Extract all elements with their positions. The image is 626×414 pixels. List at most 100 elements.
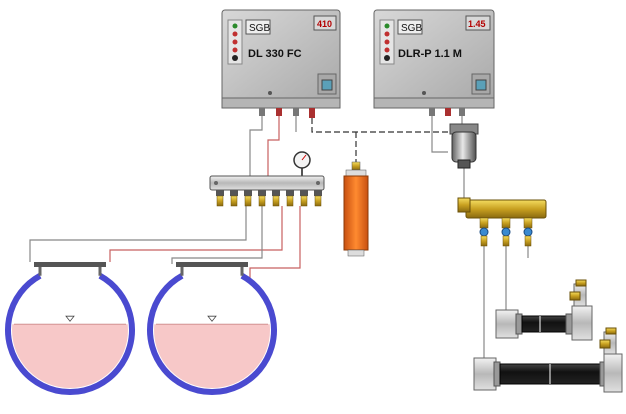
- unit-2-model: DLR-P 1.1 M: [398, 48, 462, 60]
- pipe-tank1-gray: [29, 206, 247, 262]
- brass-valve-outlet: [480, 235, 488, 247]
- led-green-icon: [232, 23, 238, 29]
- valve-body: [230, 190, 238, 196]
- pipe-dashed: [311, 118, 460, 133]
- gauge-needle: [301, 154, 307, 161]
- pipe-unit2-filter-a: [431, 116, 448, 153]
- unit-1-display-value: 410: [317, 19, 332, 29]
- key-switch-icon[interactable]: [384, 55, 390, 61]
- manifold-tanks: [209, 151, 325, 207]
- unit-2-port: [429, 108, 435, 116]
- hose-short-right-coupling: [571, 305, 593, 341]
- hose-long-brass-top: [605, 327, 617, 335]
- vent-filter-foot: [347, 249, 365, 257]
- valve-knob-icon[interactable]: [501, 227, 511, 237]
- pipe-unit1-red: [267, 116, 280, 180]
- tank-2: [147, 262, 277, 395]
- hose-short-right-flange: [565, 313, 573, 335]
- unit-2-brand: SGB: [401, 23, 422, 34]
- unit-1-bottom: [221, 97, 341, 109]
- hose-short-left-coupling: [495, 309, 519, 339]
- manifold-bar: [209, 175, 325, 191]
- valve-body: [300, 190, 308, 196]
- unit-2-display: [465, 15, 491, 31]
- brass-elbow: [457, 197, 471, 213]
- vent-filter-body: [343, 175, 369, 251]
- key-switch-icon[interactable]: [232, 55, 238, 61]
- hose-long-brass-valve: [599, 339, 611, 349]
- condensate-trap-bottom: [457, 159, 471, 169]
- tank-1: [5, 262, 135, 395]
- level-marker-icon: [207, 315, 217, 322]
- valve-handle[interactable]: [244, 195, 252, 207]
- brass-valve-body: [479, 217, 489, 229]
- tank-liquid: [154, 324, 270, 388]
- pipe-unit1-gray: [249, 116, 263, 180]
- brass-valve-body: [501, 217, 511, 229]
- led-red-icon: [384, 31, 390, 37]
- condensate-trap-body: [451, 131, 477, 163]
- manifold-bolt-icon: [214, 181, 218, 185]
- hose-long-assembly: [473, 327, 623, 393]
- led-red-icon: [232, 31, 238, 37]
- valve-knob-icon[interactable]: [479, 227, 489, 237]
- unit-2-display-value: 1.45: [468, 19, 486, 29]
- manhole-cover: [176, 262, 248, 267]
- unit-2-gland-cap: [475, 79, 487, 91]
- unit-1-port: [309, 108, 315, 118]
- unit-1-brand: SGB: [249, 23, 270, 34]
- led-red-icon: [232, 39, 238, 45]
- hose-long-right-coupling: [603, 353, 623, 393]
- valve-knob-icon[interactable]: [523, 227, 533, 237]
- pipe-tank2-gray: [171, 206, 263, 264]
- vent-filter: [343, 161, 369, 257]
- valve-handle[interactable]: [300, 195, 308, 207]
- tank-wall: [5, 273, 135, 395]
- manifold-bolt-icon: [316, 181, 320, 185]
- control-unit-1: SGB 410 DL 330 FC: [221, 9, 341, 118]
- unit-1-brand-plate: [245, 19, 271, 35]
- unit-2-port: [445, 108, 451, 116]
- brass-manifold-bar: [465, 199, 547, 219]
- led-red-icon: [232, 47, 238, 53]
- valve-body: [272, 190, 280, 196]
- tank-liquid: [12, 324, 128, 388]
- hose-short: [521, 315, 567, 333]
- unit-2-screw-icon: [422, 91, 426, 95]
- vent-filter-cap: [345, 169, 367, 177]
- brass-valve-outlet: [502, 235, 510, 247]
- brass-valve-body: [523, 217, 533, 229]
- manhole-cover: [34, 262, 106, 267]
- vent-filter-connector: [351, 161, 361, 171]
- hose-short-left-flange: [515, 313, 523, 335]
- unit-1-display: [313, 15, 337, 31]
- hose-short-brass-top: [575, 279, 587, 287]
- manifold-hoses: [457, 197, 547, 247]
- brass-valves: [479, 217, 533, 247]
- brass-valve-outlet: [524, 235, 532, 247]
- unit-1-model: DL 330 FC: [248, 48, 302, 60]
- unit-2-bottom: [373, 97, 495, 109]
- led-red-icon: [384, 47, 390, 53]
- level-marker-icon: [65, 315, 75, 322]
- valve-handle[interactable]: [272, 195, 280, 207]
- led-green-icon: [384, 23, 390, 29]
- valve-handle[interactable]: [286, 195, 294, 207]
- valve-handle[interactable]: [314, 195, 322, 207]
- unit-1-port: [276, 108, 282, 116]
- unit-1-port: [259, 108, 265, 116]
- valve-handle[interactable]: [230, 195, 238, 207]
- valve-handle[interactable]: [216, 195, 224, 207]
- hose-long-left-coupling: [473, 357, 497, 391]
- unit-2-port: [459, 108, 465, 116]
- unit-2-brand-plate: [397, 19, 423, 35]
- valve-body: [258, 190, 266, 196]
- pipe-tank2-red: [249, 206, 301, 288]
- unit-1-screw-icon: [268, 91, 272, 95]
- control-unit-2: SGB 1.45 DLR-P 1.1 M: [373, 9, 495, 116]
- hose-short-assembly: [495, 279, 593, 341]
- valve-body: [244, 190, 252, 196]
- unit-1-gland-cap: [321, 79, 333, 91]
- valve-handle[interactable]: [258, 195, 266, 207]
